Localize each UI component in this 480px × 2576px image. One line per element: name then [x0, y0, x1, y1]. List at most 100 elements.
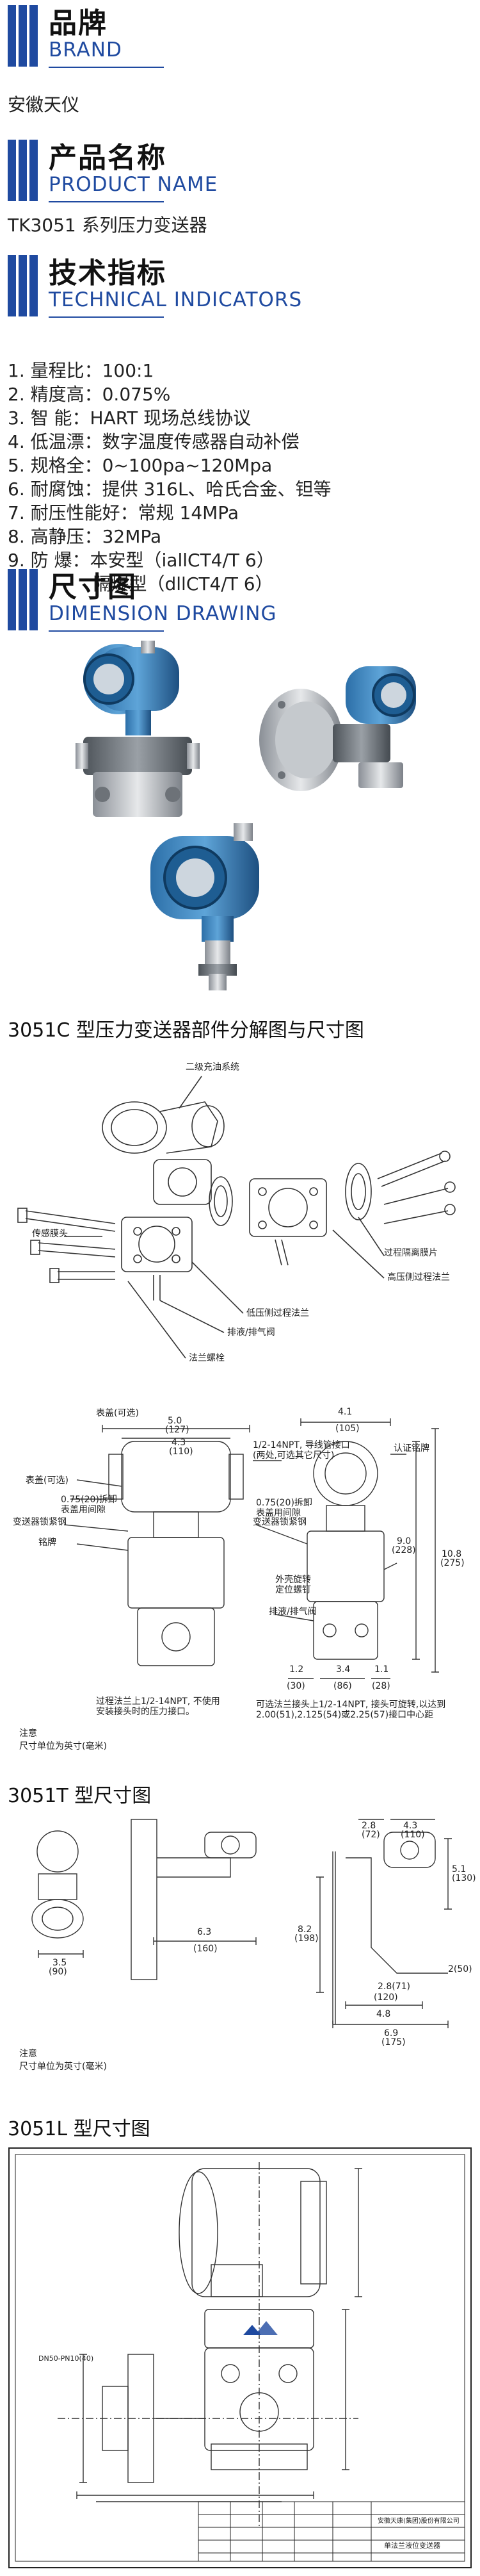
spec-row: 4. 低温漂：数字温度传感器自动补偿	[8, 431, 300, 452]
dim-value: 5.1	[452, 1864, 466, 1875]
caption-3051c: 3051C 型压力变送器部件分解图与尺寸图	[8, 1019, 364, 1042]
dim-label: 排液/排气阀	[269, 1607, 317, 1617]
dim-value: 8.2	[298, 1924, 312, 1935]
caption-3051t: 3051T 型尺寸图	[8, 1785, 152, 1807]
dim-label: 铭牌	[38, 1537, 56, 1548]
technical-section-header: 技术指标 TECHNICAL INDICATORS	[8, 250, 468, 320]
dim-value: 10.8	[442, 1549, 461, 1559]
dimension-title-en: DIMENSION DRAWING	[49, 602, 277, 625]
dimension-title-cn: 尺寸图	[49, 571, 137, 603]
title-block-company: 安徽天康(集团)股份有限公司	[378, 2516, 460, 2525]
dim-note: 注意	[19, 1728, 37, 1739]
dim-label: 表盖(可选)	[96, 1408, 139, 1418]
exploded-label: 传感膜头	[32, 1228, 68, 1239]
exploded-label: 过程隔离膜片	[384, 1247, 438, 1258]
spec-row: 隔爆型（dllCT4/T 6）	[8, 573, 273, 595]
dim-value: 6.9	[384, 2028, 398, 2039]
exploded-label: 低压侧过程法兰	[246, 1308, 309, 1318]
spec-row: 3. 智 能：HART 现场总线协议	[8, 407, 252, 429]
brand-title-cn: 品牌	[49, 7, 108, 40]
exploded-view-drawing: 二级充油系统 传感膜头 过程隔离膜片 高压侧过程法兰 低压侧过程法兰 排液/排气…	[17, 1062, 456, 1363]
dim-label: 外壳旋转定位螺钉	[275, 1574, 311, 1595]
spec-row: 5. 规格全：0~100pa~120Mpa	[8, 455, 273, 476]
dim-label: 认证铭牌	[394, 1443, 429, 1454]
dim-value: (105)	[335, 1423, 360, 1434]
exploded-label: 高压侧过程法兰	[387, 1272, 450, 1283]
dim-value: 4.3	[403, 1821, 417, 1831]
flange-transmitter-photo	[259, 666, 416, 791]
dim-value: 6.3	[197, 1927, 211, 1937]
flange-spec-label: DN50-PN10(40)	[38, 2354, 93, 2363]
header-underline	[49, 630, 164, 632]
header-underline	[49, 316, 164, 318]
product-name-section-header: 产品名称 PRODUCT NAME	[8, 135, 468, 205]
dim-value: (175)	[381, 2037, 406, 2047]
transmitter-3051c-photo	[76, 641, 200, 817]
dim-label: 0.75(20)拆卸表盖用间隙	[61, 1495, 117, 1515]
exploded-label: 二级充油系统	[186, 1062, 239, 1072]
dim-value: 4.1	[338, 1407, 352, 1417]
technical-title-en: TECHNICAL INDICATORS	[49, 288, 303, 311]
dim-value: (127)	[165, 1425, 189, 1435]
spec-row: 2. 精度高：0.075%	[8, 384, 171, 405]
dim-value: (110)	[401, 1830, 425, 1840]
dim-value: (120)	[374, 1992, 398, 2003]
dim-value: 3.5	[52, 1958, 67, 1968]
brand-logo-icon	[243, 2321, 278, 2335]
product-photos	[76, 641, 416, 990]
dim-note: 尺寸单位为英寸(毫米)	[19, 2061, 107, 2072]
dimension-section-header: 尺寸图 DIMENSION DRAWING	[8, 564, 468, 634]
dim-value: 2(50)	[448, 1964, 472, 1974]
dim-value: (72)	[362, 1830, 380, 1840]
dim-value: (28)	[372, 1681, 390, 1691]
dim-label: 表盖(可选)	[26, 1475, 68, 1486]
dim-value: 1.1	[374, 1664, 388, 1675]
caption-3051l: 3051L 型尺寸图	[8, 2118, 150, 2140]
brand-text: 安徽天仪	[8, 94, 80, 115]
dimension-drawing-3051t: 3.5 (90) 6.3 (160) 2.8 (72) 4.3 (110) 5.…	[19, 1819, 476, 2072]
dimension-drawing-3051l: DN50-PN10(40) 安徽天康(集团)股份有限公司 单法兰液位变送器	[8, 2147, 472, 2568]
header-underline	[49, 67, 164, 68]
dim-value: (110)	[169, 1447, 193, 1457]
header-underline	[49, 201, 164, 202]
dim-label: 变送器锁紧钢	[253, 1517, 307, 1527]
spec-row: 6. 耐腐蚀：提供 316L、哈氏合金、钽等	[8, 479, 332, 500]
dim-value: 4.8	[376, 2009, 390, 2019]
dim-label: 1/2-14NPT, 导线管接口(两处,可选其它尺寸)	[253, 1440, 350, 1461]
spec-list: 1. 量程比：100:1 2. 精度高：0.075% 3. 智 能：HART 现…	[8, 359, 332, 596]
dim-value: (130)	[452, 1873, 476, 1883]
brand-section-header: 品牌 BRAND	[8, 0, 468, 70]
dim-value: (86)	[333, 1681, 352, 1691]
product-name-text: TK3051 系列压力变送器	[8, 215, 207, 236]
transmitter-3051t-photo	[150, 823, 259, 990]
dim-note: 注意	[19, 2048, 37, 2059]
dim-value: (198)	[294, 1933, 319, 1944]
brand-title-en: BRAND	[49, 38, 122, 62]
dim-label: 过程法兰上1/2-14NPT, 不使用安装接头时的压力接口。	[96, 1696, 220, 1717]
dim-value: 1.2	[289, 1664, 303, 1675]
spec-row: 8. 高静压：32MPa	[8, 526, 162, 547]
dim-value: 9.0	[397, 1536, 411, 1546]
spec-row: 9. 防 爆：本安型（iallCT4/T 6）	[8, 550, 275, 571]
exploded-label: 排液/排气阀	[227, 1327, 275, 1338]
title-block-product: 单法兰液位变送器	[384, 2541, 440, 2550]
header-bars-icon	[8, 140, 38, 201]
dim-value: (228)	[392, 1545, 416, 1555]
product-name-title-cn: 产品名称	[49, 142, 166, 174]
dim-value: (275)	[440, 1558, 465, 1568]
dim-value: 3.4	[336, 1664, 350, 1675]
header-bars-icon	[8, 569, 38, 630]
dim-value: (160)	[193, 1944, 218, 1954]
exploded-label: 法兰螺栓	[189, 1353, 225, 1363]
product-name-title-en: PRODUCT NAME	[49, 173, 218, 196]
dim-value: (90)	[49, 1967, 67, 1977]
spec-row: 1. 量程比：100:1	[8, 360, 154, 381]
technical-title-cn: 技术指标	[49, 257, 166, 290]
dim-value: 2.8	[362, 1821, 376, 1831]
spec-row: 7. 耐压性能好：常规 14MPa	[8, 502, 239, 523]
header-bars-icon	[8, 5, 38, 67]
dim-value: 5.0	[168, 1416, 182, 1426]
dim-note: 尺寸单位为英寸(毫米)	[19, 1741, 107, 1752]
dim-label: 变送器锁紧钢	[13, 1517, 67, 1527]
